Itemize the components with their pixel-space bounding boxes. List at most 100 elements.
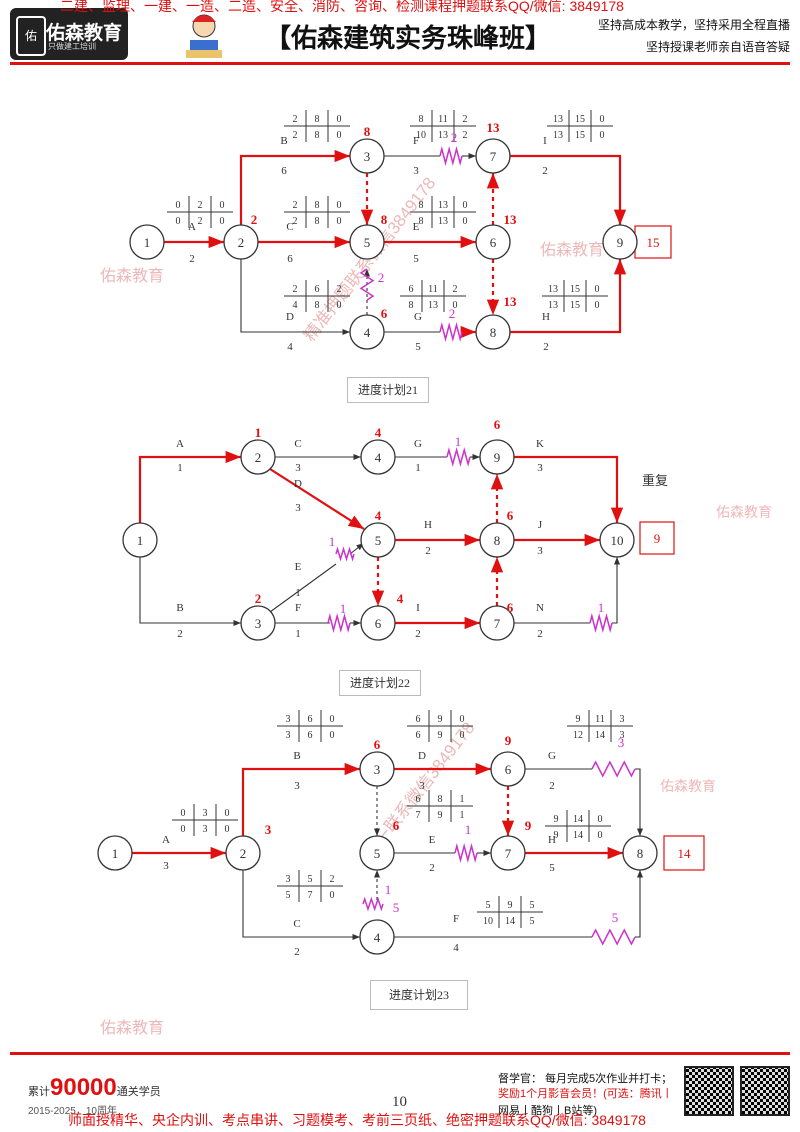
time-table-value: 6 [416, 714, 421, 725]
activity-duration: 1 [295, 628, 301, 640]
time-table-value: 0 [220, 216, 225, 227]
time-table-value: 11 [438, 114, 448, 125]
event-time: 6 [381, 306, 388, 321]
time-table-value: 6 [308, 730, 313, 741]
activity-duration: 3 [537, 545, 543, 557]
footer-advert-text: 师面授精华、央企内训、考点串讲、习题模考、考前三页纸、绝密押题联系QQ/微信: … [68, 1110, 646, 1130]
activity-duration: 2 [543, 341, 549, 353]
total-duration: 14 [678, 846, 692, 861]
node-number: 9 [494, 450, 501, 465]
node-number: 2 [240, 846, 247, 861]
activity-arrow [140, 457, 241, 523]
time-table-value: 3 [286, 874, 291, 885]
time-table-value: 2 [293, 284, 298, 295]
activity-name: I [543, 135, 547, 147]
time-table-value: 8 [315, 216, 320, 227]
time-table-value: 2 [463, 130, 468, 141]
time-table-value: 0 [330, 714, 335, 725]
event-time: 2 [251, 212, 258, 227]
free-float-zigzag [440, 325, 462, 339]
diagram-caption: 进度计划22 [339, 670, 421, 696]
event-time: 6 [507, 508, 514, 523]
time-table-value: 13 [428, 300, 438, 311]
time-table-value: 0 [600, 130, 605, 141]
free-float-value: 2 [451, 130, 458, 145]
activity-arrow [140, 557, 241, 623]
activity-duration: 2 [177, 628, 183, 640]
time-table-value: 2 [198, 200, 203, 211]
free-float-value: 3 [618, 735, 625, 750]
time-table-value: 1 [460, 810, 465, 821]
time-table-value: 3 [203, 808, 208, 819]
free-float-zigzag [455, 846, 477, 860]
node-number: 3 [364, 149, 371, 164]
activity-arrow [514, 457, 617, 523]
free-float-zigzag [592, 930, 635, 944]
qr-code-icon [684, 1066, 734, 1116]
activity-duration: 3 [295, 502, 301, 514]
activity-name: D [286, 311, 294, 323]
time-table-value: 8 [419, 200, 424, 211]
time-table-value: 6 [416, 730, 421, 741]
time-table-value: 0 [460, 730, 465, 741]
time-table-value: 5 [486, 900, 491, 911]
time-table-value: 0 [337, 114, 342, 125]
activity-duration: 6 [281, 165, 287, 177]
time-table-value: 11 [595, 714, 605, 725]
time-table-value: 7 [308, 890, 313, 901]
header-divider [10, 62, 790, 65]
total-duration: 9 [654, 531, 661, 546]
node-number: 2 [255, 450, 262, 465]
activity-name: A [188, 221, 196, 233]
node-number: 5 [364, 235, 371, 250]
time-table-value: 0 [330, 730, 335, 741]
activity-duration: 2 [429, 862, 435, 874]
time-table-value: 8 [315, 130, 320, 141]
event-time: 3 [265, 822, 272, 837]
free-float-value: 1 [598, 600, 605, 615]
time-table-value: 0 [176, 216, 181, 227]
time-table-value: 6 [416, 794, 421, 805]
time-table-value: 9 [438, 810, 443, 821]
activity-duration: 1 [295, 587, 301, 599]
time-table-value: 13 [438, 216, 448, 227]
node-number: 8 [490, 325, 497, 340]
logo-seal-icon: 佑 [16, 16, 46, 56]
time-table-value: 0 [220, 200, 225, 211]
activity-name: G [414, 438, 422, 450]
time-table-value: 5 [286, 890, 291, 901]
time-table-value: 0 [225, 808, 230, 819]
time-table-value: 13 [553, 114, 563, 125]
time-table-value: 8 [315, 200, 320, 211]
time-table-value: 6 [409, 284, 414, 295]
top-advert-text: 二建、监理、一建、一造、二造、安全、消防、咨询、检测课程押题联系QQ/微信: 3… [60, 0, 624, 16]
free-float-zigzag [447, 450, 470, 464]
activity-name: B [293, 750, 300, 762]
node-number: 2 [238, 235, 245, 250]
time-table-value: 0 [181, 808, 186, 819]
qr-code-icon [740, 1066, 790, 1116]
activity-arrow [241, 156, 350, 225]
node-number: 3 [374, 762, 381, 777]
total-duration: 15 [647, 235, 660, 250]
event-time: 13 [504, 294, 518, 309]
time-table-value: 15 [570, 300, 580, 311]
free-float-value: 5 [612, 910, 619, 925]
activity-duration: 3 [419, 780, 425, 792]
time-table-value: 0 [463, 216, 468, 227]
activity-name: F [295, 602, 301, 614]
event-time: 1 [255, 425, 262, 440]
activity-duration: 4 [453, 942, 459, 954]
free-float-value: 1 [385, 882, 392, 897]
activity-name: E [429, 834, 436, 846]
activity-name: H [542, 311, 550, 323]
free-float-value: 1 [329, 534, 336, 549]
node-number: 6 [505, 762, 512, 777]
activity-arrow [270, 564, 336, 612]
node-number: 4 [375, 450, 382, 465]
activity-duration: 4 [287, 341, 293, 353]
time-table-value: 0 [595, 284, 600, 295]
time-table-value: 0 [595, 300, 600, 311]
time-table-value: 2 [453, 284, 458, 295]
activity-duration: 5 [413, 253, 419, 265]
